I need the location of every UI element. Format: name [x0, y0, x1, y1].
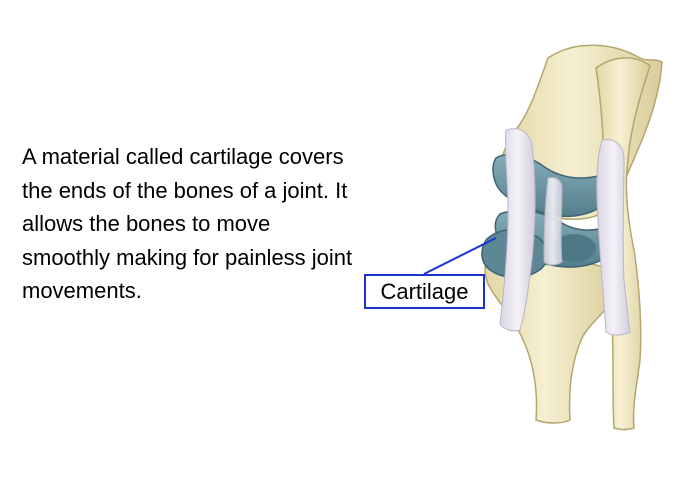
callout-leader-line: [423, 237, 497, 275]
left-ligament: [499, 128, 536, 332]
right-ligament: [596, 139, 631, 336]
joint-gap: [552, 234, 596, 262]
cartilage-callout-label: Cartilage: [364, 274, 485, 309]
cartilage-description: A material called cartilage covers the e…: [22, 144, 353, 303]
central-ligament: [543, 177, 563, 266]
